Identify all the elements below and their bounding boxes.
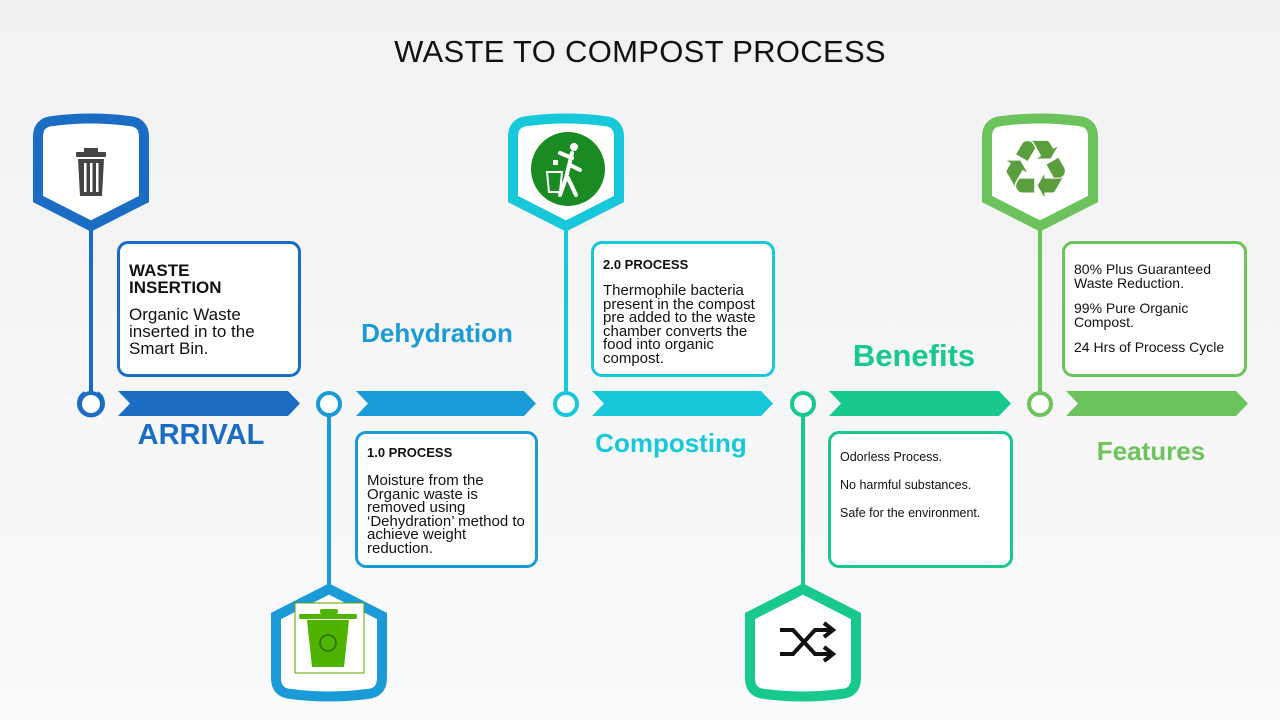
shuffle-icon xyxy=(780,621,837,663)
box-heading: 1.0 PROCESS xyxy=(367,445,453,460)
box-text: Safe for the environment. xyxy=(840,506,981,520)
trash-can-icon xyxy=(76,148,106,196)
box-text: Odorless Process. xyxy=(840,450,943,464)
page-title: WASTE TO COMPOST PROCESS xyxy=(394,34,886,69)
box-text: Moisture from the Organic waste is remov… xyxy=(367,472,525,557)
stage-label-features: Features xyxy=(1096,436,1206,466)
benefits-chevron xyxy=(829,391,1011,416)
features-pin xyxy=(982,113,1098,417)
box-text: Organic Waste inserted in to the Smart B… xyxy=(129,305,255,358)
arrival-box: WASTE INSERTION Organic Waste inserted i… xyxy=(117,241,301,377)
recycle-icon: ♻ xyxy=(1000,123,1072,216)
stage-label-arrival: ARRIVAL xyxy=(137,419,265,451)
green-bin-icon xyxy=(294,602,365,674)
box-text: Thermophile bacteria present in the comp… xyxy=(603,282,756,367)
dehydration-box: 1.0 PROCESS Moisture from the Organic wa… xyxy=(355,431,538,568)
box-text: 99% Pure Organic Compost. xyxy=(1074,300,1189,330)
features-chevron xyxy=(1066,391,1248,416)
stage-label-benefits: Benefits xyxy=(852,338,976,373)
benefits-box: Odorless Process. No harmful substances.… xyxy=(828,431,1013,568)
box-heading: WASTE INSERTION xyxy=(129,261,222,297)
stage-label-dehydration: Dehydration xyxy=(361,318,513,348)
dehydration-chevron xyxy=(356,391,536,416)
box-heading: 2.0 PROCESS xyxy=(603,257,689,272)
composting-box: 2.0 PROCESS Thermophile bacteria present… xyxy=(591,241,775,377)
dispose-trash-icon xyxy=(531,132,605,206)
features-box: 80% Plus Guaranteed Waste Reduction. 99%… xyxy=(1062,241,1247,377)
box-text: 80% Plus Guaranteed Waste Reduction. xyxy=(1074,261,1211,291)
arrival-chevron xyxy=(118,391,300,416)
box-text: No harmful substances. xyxy=(840,478,972,492)
composting-chevron xyxy=(592,391,773,416)
stage-label-composting: Composting xyxy=(595,428,747,458)
box-text: 24 Hrs of Process Cycle xyxy=(1074,339,1225,355)
